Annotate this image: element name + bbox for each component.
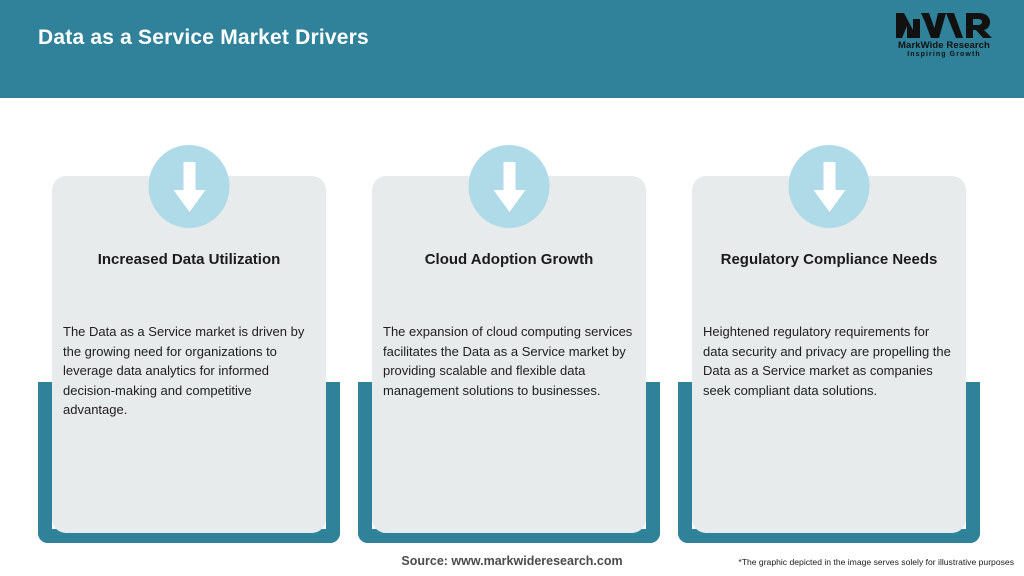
header-bar: Data as a Service Market Drivers: [0, 0, 1024, 98]
driver-card-1[interactable]: Increased Data Utilization The Data as a…: [38, 145, 340, 543]
page-title: Data as a Service Market Drivers: [38, 26, 369, 49]
arrow-down-icon: [788, 145, 870, 228]
source-attribution: Source: www.markwideresearch.com: [401, 554, 623, 568]
card-title: Cloud Adoption Growth: [424, 251, 594, 268]
card-body-text: The Data as a Service market is driven b…: [63, 324, 305, 417]
illustrative-disclaimer: *The graphic depicted in the image serve…: [738, 557, 1014, 567]
driver-card-2[interactable]: Cloud Adoption Growth The expansion of c…: [358, 145, 660, 543]
card-title: Regulatory Compliance Needs: [720, 251, 938, 268]
arrow-down-icon: [468, 145, 550, 228]
logo-tagline: Inspiring Growth: [907, 51, 981, 58]
logo-company-name: MarkWide Research: [898, 40, 990, 51]
card-panel: Cloud Adoption Growth The expansion of c…: [372, 145, 646, 533]
card-panel: Regulatory Compliance Needs Heightened r…: [692, 145, 966, 533]
card-panel: Increased Data Utilization The Data as a…: [52, 145, 326, 533]
company-logo: MarkWide Research Inspiring Growth: [882, 10, 1006, 68]
card-title: Increased Data Utilization: [97, 251, 281, 268]
driver-card-3[interactable]: Regulatory Compliance Needs Heightened r…: [678, 145, 980, 543]
arrow-down-icon: [148, 145, 230, 228]
card-body-text: Heightened regulatory requirements for d…: [703, 324, 951, 398]
card-body-text: The expansion of cloud computing service…: [383, 324, 633, 398]
logo-mark-icon: [882, 10, 1006, 40]
